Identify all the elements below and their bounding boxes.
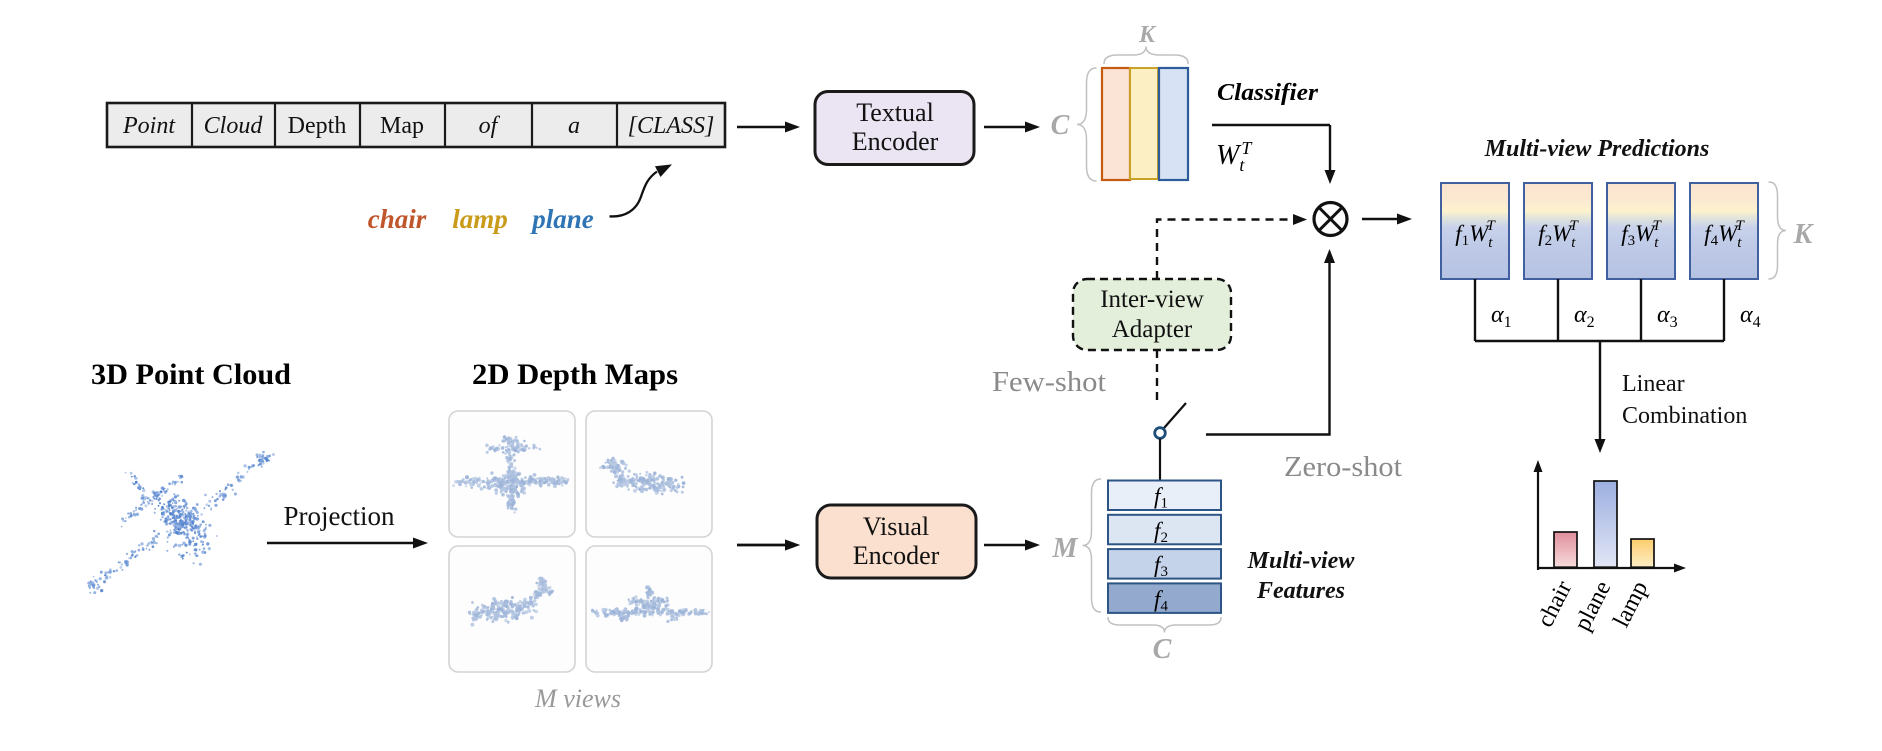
- svg-text:Linear: Linear: [1622, 371, 1685, 397]
- svg-text:Map: Map: [380, 113, 424, 139]
- svg-text:Visual: Visual: [863, 512, 929, 541]
- svg-text:C: C: [1153, 634, 1172, 665]
- svg-text:lamp: lamp: [452, 204, 508, 234]
- svg-text:K: K: [1793, 219, 1815, 250]
- svg-text:K: K: [1138, 22, 1157, 48]
- svg-text:M: M: [1052, 533, 1079, 564]
- svg-text:Projection: Projection: [284, 501, 395, 531]
- svg-text:Encoder: Encoder: [853, 541, 940, 570]
- svg-text:C: C: [1051, 110, 1070, 141]
- svg-text:Textual: Textual: [856, 98, 934, 127]
- svg-text:Multi-view Predictions: Multi-view Predictions: [1484, 136, 1710, 162]
- svg-text:Classifier: Classifier: [1217, 80, 1319, 106]
- svg-text:chair: chair: [368, 204, 427, 234]
- svg-text:Few-shot: Few-shot: [992, 367, 1106, 398]
- svg-text:3D Point Cloud: 3D Point Cloud: [91, 358, 291, 391]
- svg-text:α4: α4: [1740, 302, 1761, 331]
- svg-text:2D Depth Maps: 2D Depth Maps: [472, 358, 678, 391]
- svg-text:Inter-view: Inter-view: [1100, 286, 1204, 313]
- svg-text:Point: Point: [122, 113, 176, 139]
- svg-text:Combination: Combination: [1622, 403, 1747, 429]
- svg-text:WtT: WtT: [1216, 138, 1253, 175]
- svg-text:f4WtT: f4WtT: [1704, 218, 1745, 251]
- svg-text:Depth: Depth: [288, 113, 347, 139]
- svg-text:M views: M views: [534, 684, 621, 713]
- svg-text:α3: α3: [1657, 302, 1678, 331]
- svg-text:of: of: [479, 113, 501, 139]
- svg-text:Zero-shot: Zero-shot: [1284, 452, 1402, 483]
- svg-text:Adapter: Adapter: [1112, 316, 1193, 343]
- svg-text:α2: α2: [1574, 302, 1595, 331]
- svg-text:plane: plane: [530, 204, 594, 234]
- svg-text:Multi-view: Multi-view: [1247, 548, 1356, 574]
- svg-text:Encoder: Encoder: [852, 127, 939, 156]
- svg-text:Cloud: Cloud: [204, 113, 264, 139]
- svg-text:Features: Features: [1256, 578, 1345, 604]
- svg-text:[CLASS]: [CLASS]: [628, 113, 715, 139]
- svg-text:α1: α1: [1491, 302, 1512, 331]
- svg-text:a: a: [568, 113, 580, 139]
- svg-text:lamp: lamp: [1608, 577, 1653, 632]
- svg-text:plane: plane: [1570, 577, 1617, 635]
